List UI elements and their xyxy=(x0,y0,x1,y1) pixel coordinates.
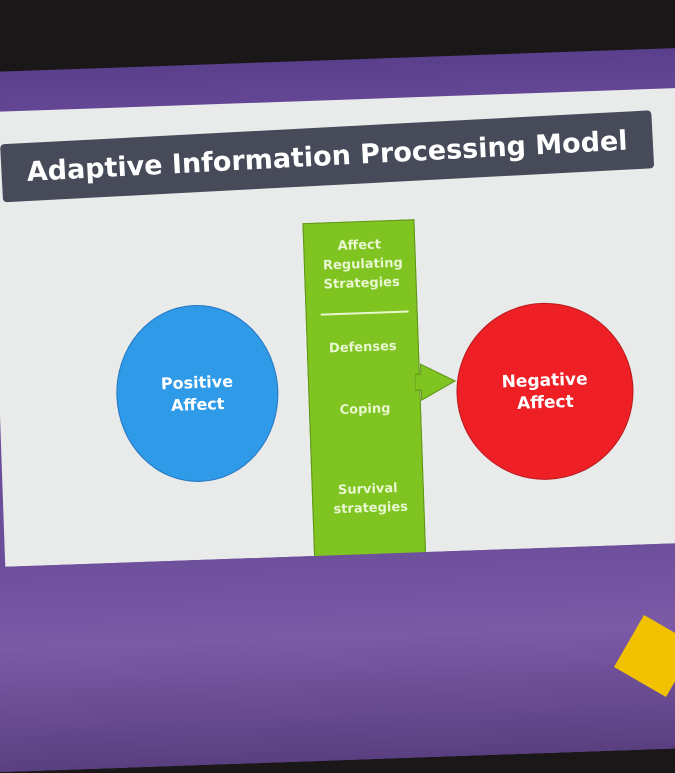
affect-regulating-strategies-bar: Affect Regulating Strategies Defenses Co… xyxy=(302,219,427,560)
positive-affect-circle: Positive Affect xyxy=(113,302,282,485)
negative-affect-circle: Negative Affect xyxy=(453,299,637,483)
divider xyxy=(320,310,409,316)
bar-item-survival: Survival strategies xyxy=(333,481,409,518)
slide-title: Adaptive Information Processing Model xyxy=(0,110,655,203)
bar-item-defenses: Defenses xyxy=(328,338,397,357)
bar-heading: Affect Regulating Strategies xyxy=(322,237,404,293)
screen-bottom-band xyxy=(0,541,675,773)
negative-affect-label: Negative Affect xyxy=(501,368,588,414)
projection-screen: Adaptive Information Processing Model Po… xyxy=(0,46,675,773)
slide: Adaptive Information Processing Model Po… xyxy=(0,86,675,567)
positive-affect-label: Positive Affect xyxy=(160,371,234,415)
arrow-right-icon xyxy=(414,363,457,401)
bar-item-coping: Coping xyxy=(339,401,391,419)
